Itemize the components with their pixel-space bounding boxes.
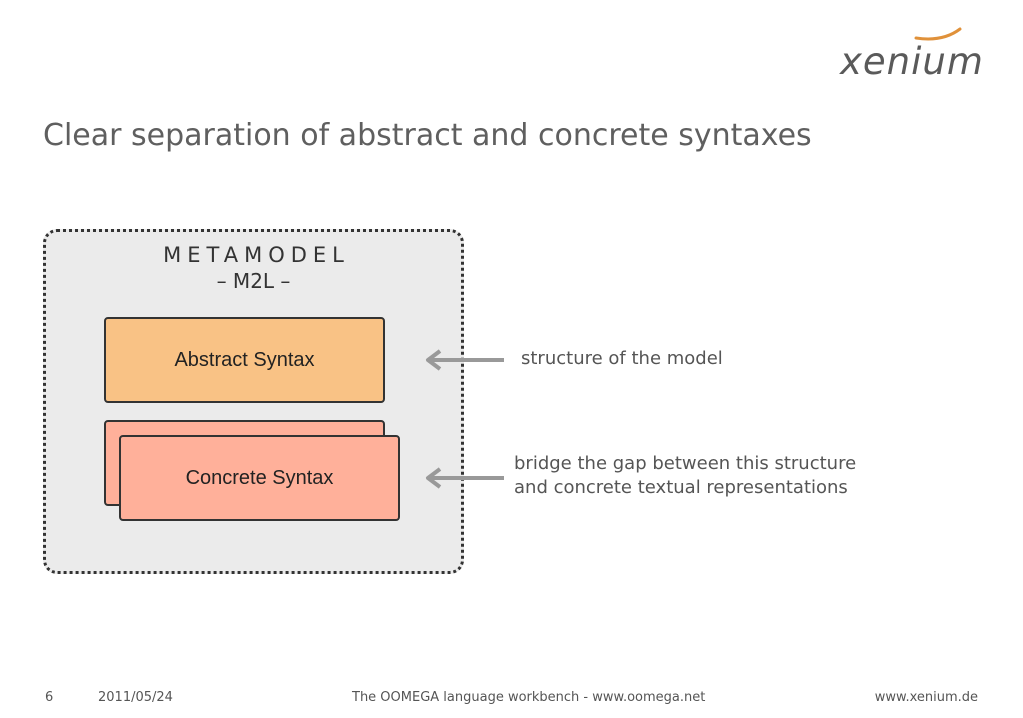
left-arrow-icon [426,467,504,489]
footer-date: 2011/05/24 [98,690,173,705]
logo-text: xenium [840,40,984,83]
concrete-syntax-label: Concrete Syntax [185,466,334,489]
structure-note: structure of the model [521,348,723,369]
concrete-syntax-box: Concrete Syntax [119,435,400,521]
left-arrow-icon [426,349,504,371]
abstract-syntax-label: Abstract Syntax [174,348,315,371]
metamodel-subtitle: – M2L – [216,269,291,293]
logo-swoosh-icon [914,27,962,41]
slide-title: Clear separation of abstract and concret… [43,118,812,153]
footer-website: www.xenium.de [874,690,978,705]
page-number: 6 [45,690,54,705]
bridge-note-line2: and concrete textual representations [514,477,848,498]
abstract-syntax-box: Abstract Syntax [104,317,385,403]
bridge-note: bridge the gap between this structure an… [514,452,856,500]
bridge-note-line1: bridge the gap between this structure [514,453,857,474]
footer-center-text: The OOMEGA language workbench - www.oome… [352,690,706,705]
xenium-logo: xenium [838,24,988,96]
metamodel-title: METAMODEL [163,243,350,267]
